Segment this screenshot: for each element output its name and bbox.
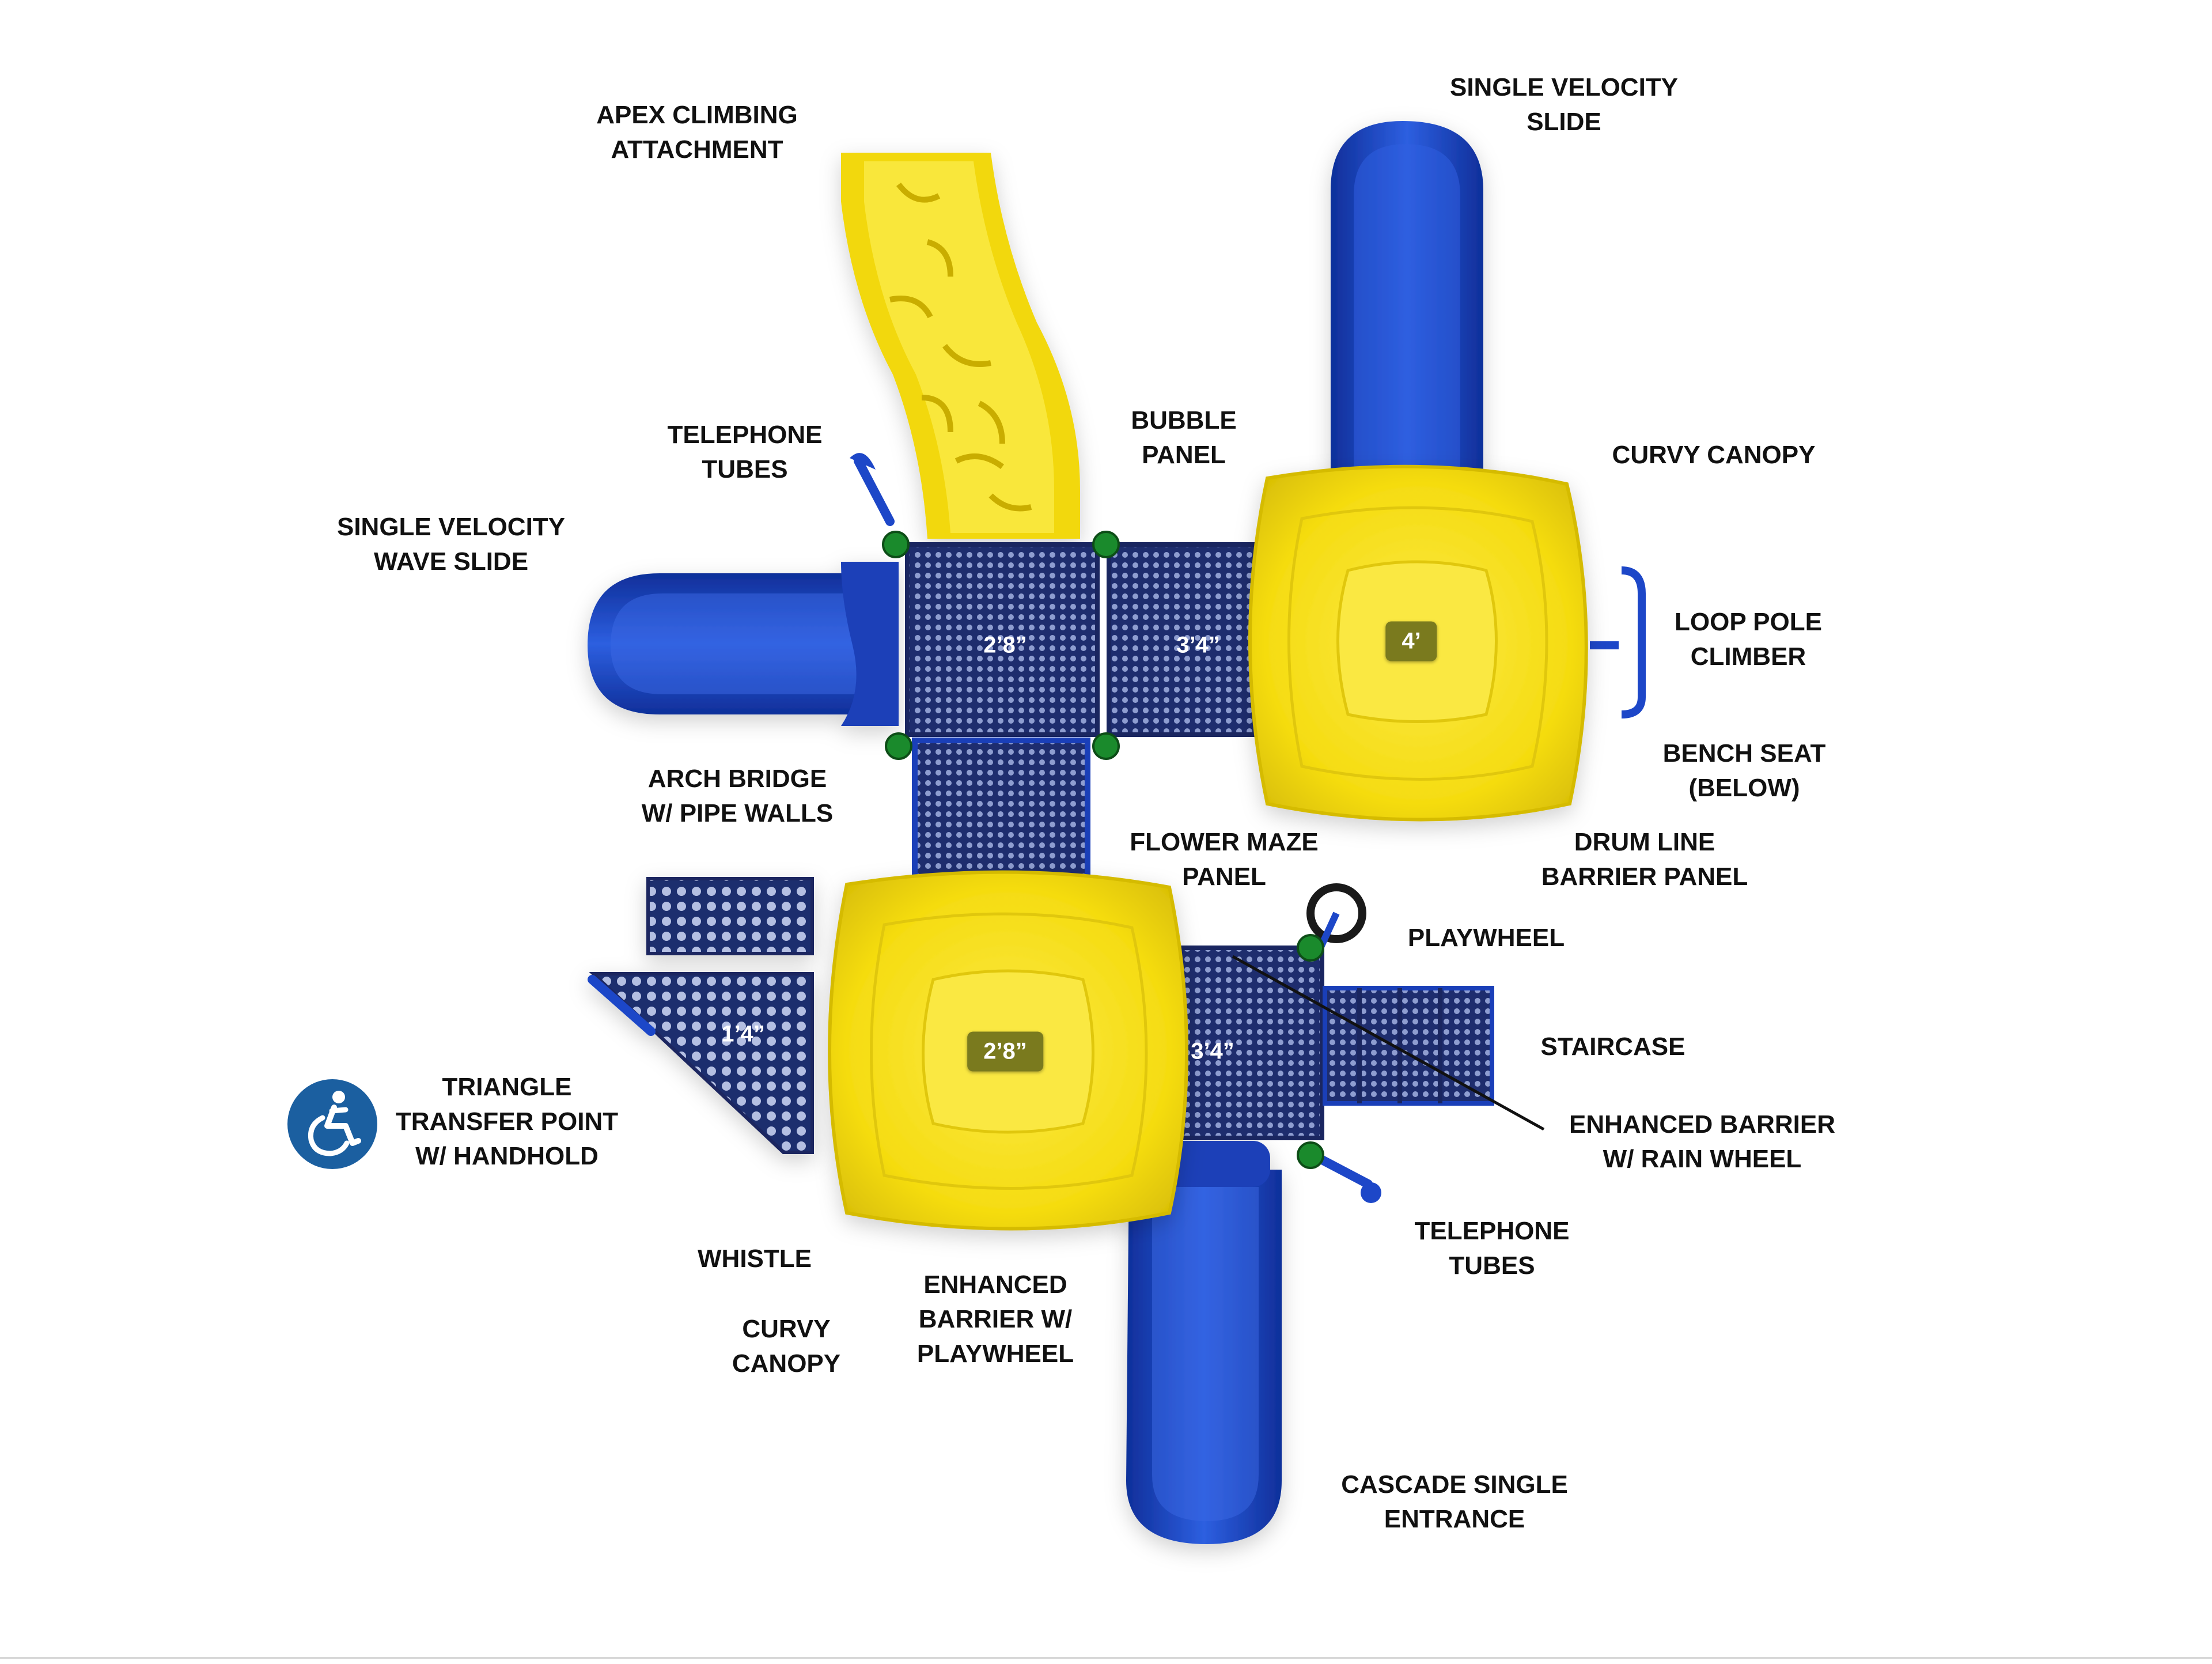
height-transfer: 1’4” <box>721 1021 765 1047</box>
single-velocity-wave-slide <box>588 562 899 726</box>
triangle-transfer-point <box>588 877 814 1154</box>
label-staircase: STAIRCASE <box>1540 1033 1685 1061</box>
label-bench-seat: BENCH SEAT(BELOW) <box>1662 739 1826 802</box>
height-canopy-left: 2’8” <box>967 1031 1043 1072</box>
height-deck-upper-right: 3’4” <box>1176 632 1220 658</box>
height-canopy-right: 4’ <box>1385 621 1437 661</box>
label-curvy-canopy-top: CURVY CANOPY <box>1612 441 1816 469</box>
label-whistle: WHISTLE <box>698 1245 812 1273</box>
height-deck-lower: 3’4” <box>1191 1038 1234 1064</box>
wheelchair-accessible-icon <box>286 1077 379 1171</box>
clamps <box>882 531 1324 1169</box>
upper-deck-left <box>905 542 1100 737</box>
apex-climbing-attachment <box>841 153 1080 539</box>
page-bottom-rule <box>0 1657 2212 1659</box>
telephone-tube-top <box>850 453 895 526</box>
leader-line-rain-wheel <box>1232 955 1545 1131</box>
lower-deck <box>1173 946 1324 1140</box>
loop-pole-climber <box>1590 566 1646 718</box>
label-playwheel: PLAYWHEEL <box>1407 924 1565 952</box>
height-deck-upper-left: 2’8” <box>983 632 1027 658</box>
arch-bridge <box>912 738 1090 893</box>
single-velocity-slide <box>1331 121 1483 472</box>
staircase <box>1323 986 1494 1106</box>
telephone-tube-bottom <box>1309 1151 1381 1203</box>
